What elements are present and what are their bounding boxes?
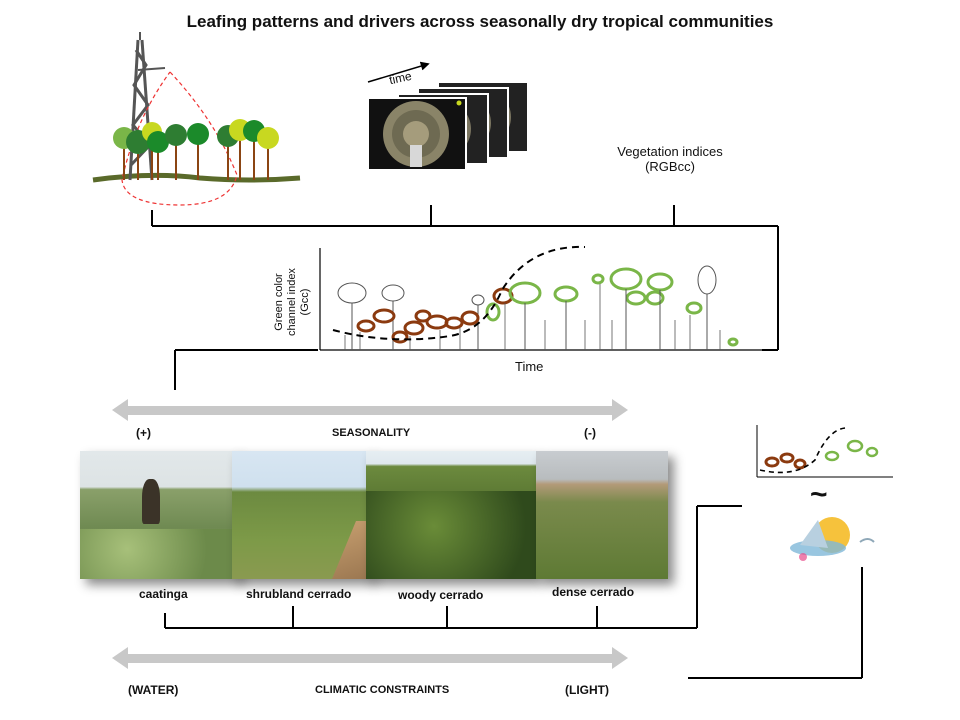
time-arrow [367, 61, 430, 83]
plot-x-axis-label: Time [515, 359, 544, 374]
vegetation-indices-line1: Vegetation indices [617, 144, 723, 159]
community-label-caatinga: caatinga [139, 587, 188, 601]
community-label-shrubland-cerrado: shrubland cerrado [246, 587, 352, 601]
relation-symbol: ~ [810, 478, 828, 511]
tower-illustration [92, 32, 301, 206]
seasonality-arrow [112, 399, 628, 421]
diagram-title: Leafing patterns and drivers across seas… [186, 12, 774, 31]
connector-lines [151, 205, 863, 679]
plot-ylabel-line1: Green color [273, 273, 285, 331]
plot-ylabel-line2: channel index [286, 268, 298, 336]
plot-y-axis-label: Green color channel index (Gcc) [273, 257, 313, 347]
weather-icon [790, 517, 875, 561]
green-leaf-phase [485, 267, 739, 350]
gcc-dashed-curve [332, 245, 586, 341]
climate-water-label: (WATER) [128, 683, 179, 697]
community-label-woody-cerrado: woody cerrado [398, 588, 484, 602]
dense-cerrado-photo [536, 451, 668, 579]
canopy-trees [113, 119, 279, 180]
climate-light-label: (LIGHT) [565, 683, 609, 697]
caatinga-photo [80, 451, 237, 579]
shrubland-cerrado-photo [232, 451, 370, 579]
seasonality-high-label: (+) [136, 426, 151, 440]
seasonality-label: SEASONALITY [332, 427, 411, 439]
vegetation-indices-line2: (RGBcc) [645, 159, 695, 174]
gcc-time-plot [319, 245, 762, 351]
climatic-constraints-label: CLIMATIC CONSTRAINTS [315, 684, 450, 696]
community-label-dense-cerrado: dense cerrado [552, 585, 635, 599]
plot-ylabel-line3: (Gcc) [299, 288, 311, 316]
phenocam-image-stack [367, 61, 529, 171]
tower-icon [128, 32, 166, 181]
vegetation-indices-label: Vegetation indices (RGBcc) [590, 144, 750, 174]
brown-leaf-phase [356, 287, 514, 344]
climate-arrow [112, 647, 628, 669]
photo-frame [367, 97, 467, 171]
sketch-trees-leafless [337, 265, 717, 350]
stem-sketches [344, 284, 721, 350]
woody-cerrado-photo [366, 451, 536, 579]
seasonality-low-label: (-) [584, 426, 596, 440]
mini-phenology-inset [756, 425, 893, 478]
